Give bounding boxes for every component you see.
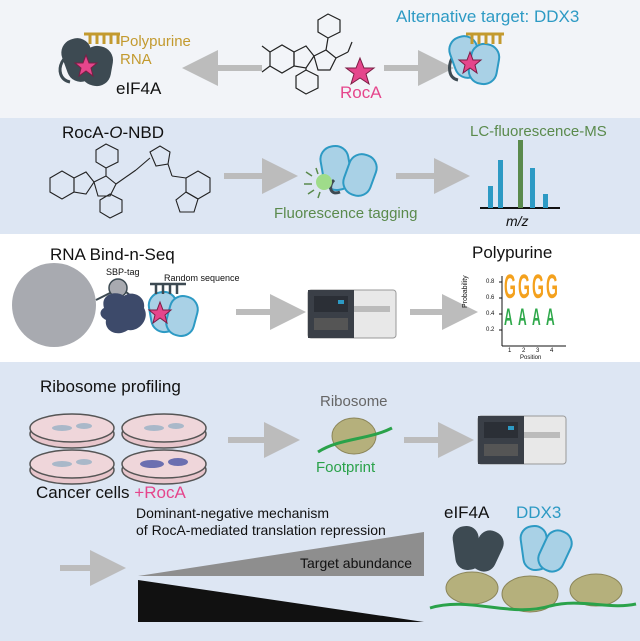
- logo-x-axis-label: Position: [520, 355, 542, 361]
- fluorescence-tagged-protein-icon: [304, 144, 378, 199]
- logo-letter-g-1: G: [504, 268, 516, 306]
- sbp-tag-label: SBP-tag: [106, 267, 140, 277]
- mz-label: m/z: [506, 213, 529, 229]
- ddx3-rna-roca-complex-icon: [448, 32, 504, 86]
- logo-x-tick-3: 3: [536, 348, 540, 354]
- petri-dish-grid-icon: [29, 413, 207, 485]
- logo-x-tick-2: 2: [522, 348, 526, 354]
- sequencer-icon: [307, 289, 397, 339]
- bind-n-seq-title: RNA Bind-n-Seq: [50, 245, 175, 264]
- target-abundance-wedge-black: [138, 580, 424, 622]
- petri-dish-4-treated: [121, 449, 207, 485]
- sequence-logo: [499, 276, 566, 347]
- ribosome-footprint-icon: [317, 417, 393, 455]
- mechanism-line-2: of RocA-mediated translation repression: [136, 522, 386, 538]
- plus-roca-text: +RocA: [134, 483, 186, 502]
- logo-y-tick-3: 0.4: [486, 311, 495, 317]
- sequencer-icon-2: [477, 415, 567, 465]
- roca-star-icon: [344, 56, 376, 86]
- logo-x-tick-4: 4: [550, 348, 554, 354]
- roca-o-nbd-italic: O: [109, 123, 123, 142]
- petri-dish-3: [29, 449, 115, 485]
- footprint-label: Footprint: [316, 459, 376, 476]
- alternative-target-label: Alternative target: DDX3: [396, 7, 580, 26]
- logo-y-tick-4: 0.2: [486, 327, 495, 333]
- bead-icon: [12, 263, 96, 347]
- lcms-spectrum-icon: [480, 140, 560, 209]
- petri-dish-2: [121, 413, 207, 449]
- petri-dish-1: [29, 413, 115, 449]
- sbp-tagged-protein-rna-icon: [95, 278, 199, 338]
- roca-o-nbd-label: RocA-O-NBD: [62, 124, 164, 141]
- cancer-cells-text: Cancer cells: [36, 483, 130, 502]
- logo-x-tick-1: 1: [508, 348, 512, 354]
- lcms-label: LC-fluorescence-MS: [470, 123, 607, 140]
- roca-label: RocA: [340, 83, 382, 102]
- ribosome-label: Ribosome: [320, 393, 388, 410]
- logo-y-tick-2: 0.6: [486, 295, 495, 301]
- eif4a-label-bottom: eIF4A: [444, 503, 490, 522]
- random-sequence-label: Random sequence: [164, 273, 240, 283]
- rna-label: RNA: [120, 51, 152, 68]
- logo-letter-a-4: A: [546, 304, 555, 331]
- roca-o-nbd-prefix: RocA-: [62, 123, 110, 142]
- logo-y-tick-1: 0.8: [486, 279, 495, 285]
- ddx3-protein-icon: [519, 524, 573, 573]
- logo-letter-a-2: A: [518, 304, 527, 331]
- logo-y-axis-label: Probability: [462, 275, 469, 308]
- roca-o-nbd-structure-drawing: [49, 143, 211, 219]
- eif4a-rna-roca-complex-icon: [58, 32, 120, 87]
- polypurine-title: Polypurine: [472, 243, 553, 262]
- polypurine-label: Polypurine: [120, 33, 191, 50]
- roca-structure-drawing: [261, 13, 353, 95]
- cancer-cells-label: Cancer cells +RocA: [36, 484, 186, 501]
- eif4a-label: eIF4A: [116, 79, 162, 98]
- logo-letter-g-3: G: [532, 268, 544, 306]
- fluorescence-tagging-label: Fluorescence tagging: [274, 205, 418, 222]
- logo-letter-g-2: G: [518, 268, 530, 306]
- ribosome-profiling-title: Ribosome profiling: [40, 377, 181, 396]
- logo-letter-a-1: A: [504, 304, 513, 331]
- ddx3-label-bottom: DDX3: [516, 503, 562, 522]
- target-abundance-wedge-gray: [138, 532, 424, 576]
- logo-letter-g-4: G: [546, 268, 558, 306]
- roca-o-nbd-suffix: -NBD: [122, 123, 165, 142]
- mechanism-line-1: Dominant-negative mechanism: [136, 505, 329, 521]
- target-abundance-label: Target abundance: [300, 555, 413, 571]
- eif4a-protein-icon: [452, 525, 504, 572]
- ribosomes-on-mrna-icon: [429, 571, 637, 613]
- logo-letter-a-3: A: [532, 304, 541, 331]
